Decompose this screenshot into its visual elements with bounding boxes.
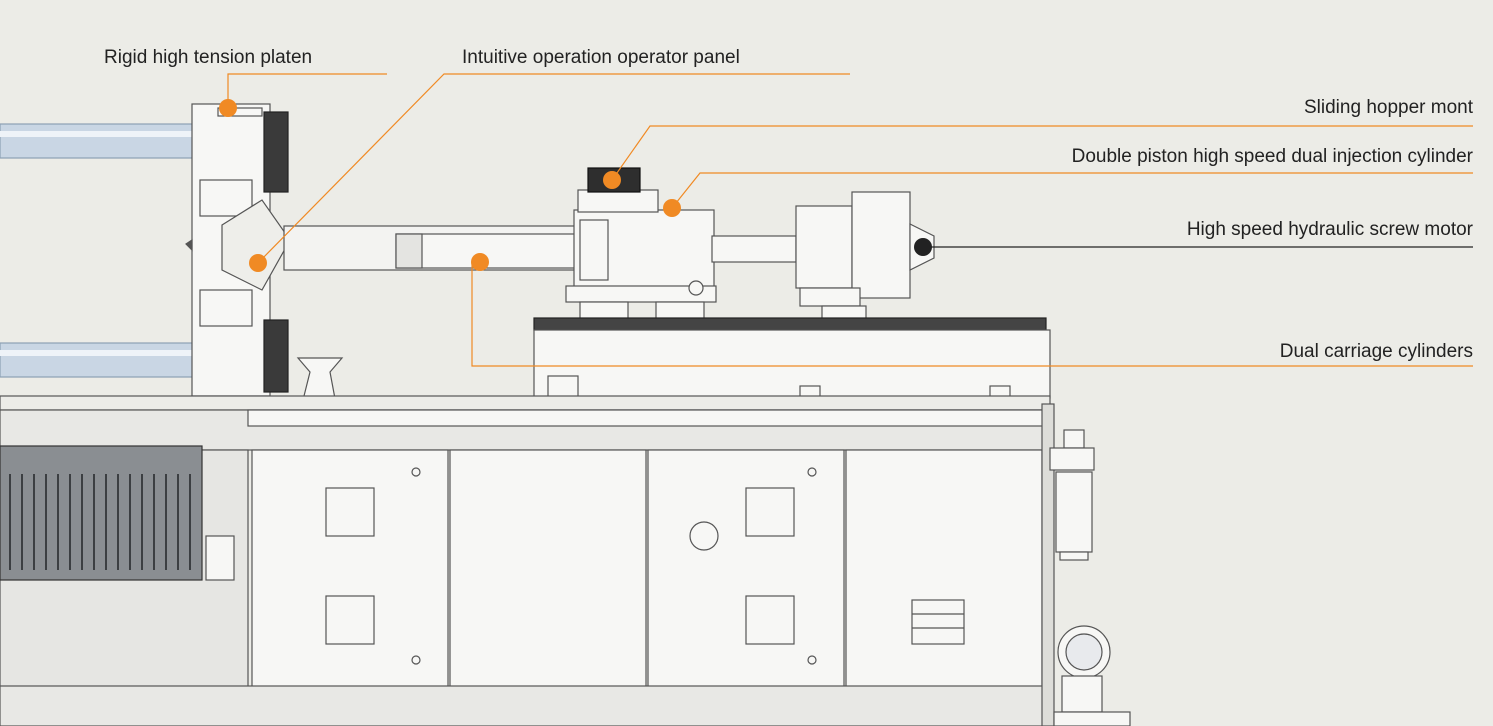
injection-barrel (283, 225, 581, 271)
panel-callout-label: Intuitive operation operator panel (462, 47, 740, 68)
hopper-marker-dot (603, 171, 621, 189)
vent-grille (9, 474, 191, 570)
upper-tie-bar (0, 123, 199, 159)
lamp-fixture (1053, 625, 1131, 726)
carriage-base (533, 317, 1051, 399)
injection-callout-label: Double piston high speed dual injection … (1071, 146, 1473, 167)
lower-tie-bar (0, 342, 199, 378)
carriage-callout-label: Dual carriage cylinders (1279, 341, 1473, 362)
platen-callout-label: Rigid high tension platen (104, 47, 313, 68)
screw-motor-callout-label: High speed hydraulic screw motor (1186, 219, 1473, 240)
injection-leader-line (671, 172, 1473, 209)
platen-leader-line (227, 73, 387, 108)
panel-details (325, 467, 965, 665)
hopper-callout-label: Sliding hopper mont (1304, 97, 1473, 118)
carriage-marker-dot (471, 253, 489, 271)
injection-unit (565, 167, 797, 325)
screw-motor-housing (795, 191, 935, 325)
screw-motor-marker-dot (914, 238, 932, 256)
hopper-leader-line (611, 125, 1473, 181)
oil-filter (1049, 429, 1095, 561)
platen-marker-dot (219, 99, 237, 117)
injection-marker-dot (663, 199, 681, 217)
panel-leader-line (257, 73, 850, 264)
panel-marker-dot (249, 254, 267, 272)
